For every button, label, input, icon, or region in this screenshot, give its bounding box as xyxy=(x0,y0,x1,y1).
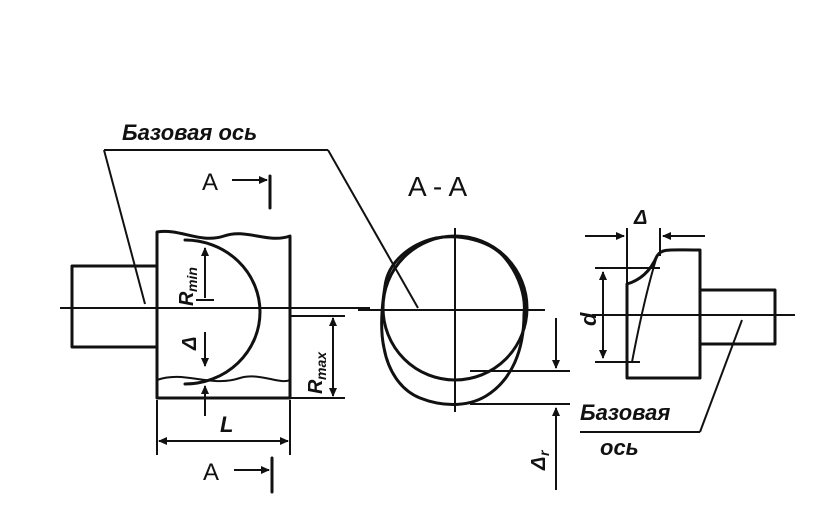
delta-right-label: Δ xyxy=(633,207,647,229)
delta-left-text: Δ xyxy=(179,337,201,351)
delta-r-sub: r xyxy=(536,449,552,456)
r-max-label: R max xyxy=(305,351,329,394)
taper-line xyxy=(631,255,658,363)
delta-r-text: Δ xyxy=(528,457,550,471)
leader-to-left-axis xyxy=(103,149,146,305)
section-mark-label-bottom: A xyxy=(203,459,219,486)
shaft-stub-right xyxy=(698,288,777,346)
part-body-left xyxy=(155,229,292,400)
delta-r-label: Δ r xyxy=(528,449,552,471)
base-axis-label-top: Базовая ось xyxy=(122,120,257,145)
section-title: A - A xyxy=(408,171,467,202)
leader-to-section xyxy=(327,149,419,309)
profile-arc xyxy=(183,238,262,386)
break-line-left xyxy=(156,375,291,383)
base-axis-leader-top xyxy=(103,149,419,309)
leader-to-right-axis xyxy=(699,319,743,433)
section-view xyxy=(358,228,570,490)
right-view xyxy=(580,228,795,433)
base-axis-label-right-2: ось xyxy=(600,435,639,460)
diameter-label: d xyxy=(576,312,601,326)
delta-left-label: Δ xyxy=(179,337,201,351)
r-max-text: R xyxy=(305,379,327,394)
r-min-text: R xyxy=(176,291,198,306)
shaft-stub-left xyxy=(70,264,159,349)
base-axis-label-right-1: Базовая xyxy=(580,400,670,425)
part-body-right xyxy=(625,248,702,380)
r-min-label: R min xyxy=(176,267,200,306)
diameter-text: d xyxy=(576,312,601,326)
r-min-sub: min xyxy=(184,267,200,292)
r-max-sub: max xyxy=(313,351,329,380)
section-mark-label-top: A xyxy=(202,169,218,196)
left-view xyxy=(60,174,370,494)
length-label: L xyxy=(220,412,233,437)
